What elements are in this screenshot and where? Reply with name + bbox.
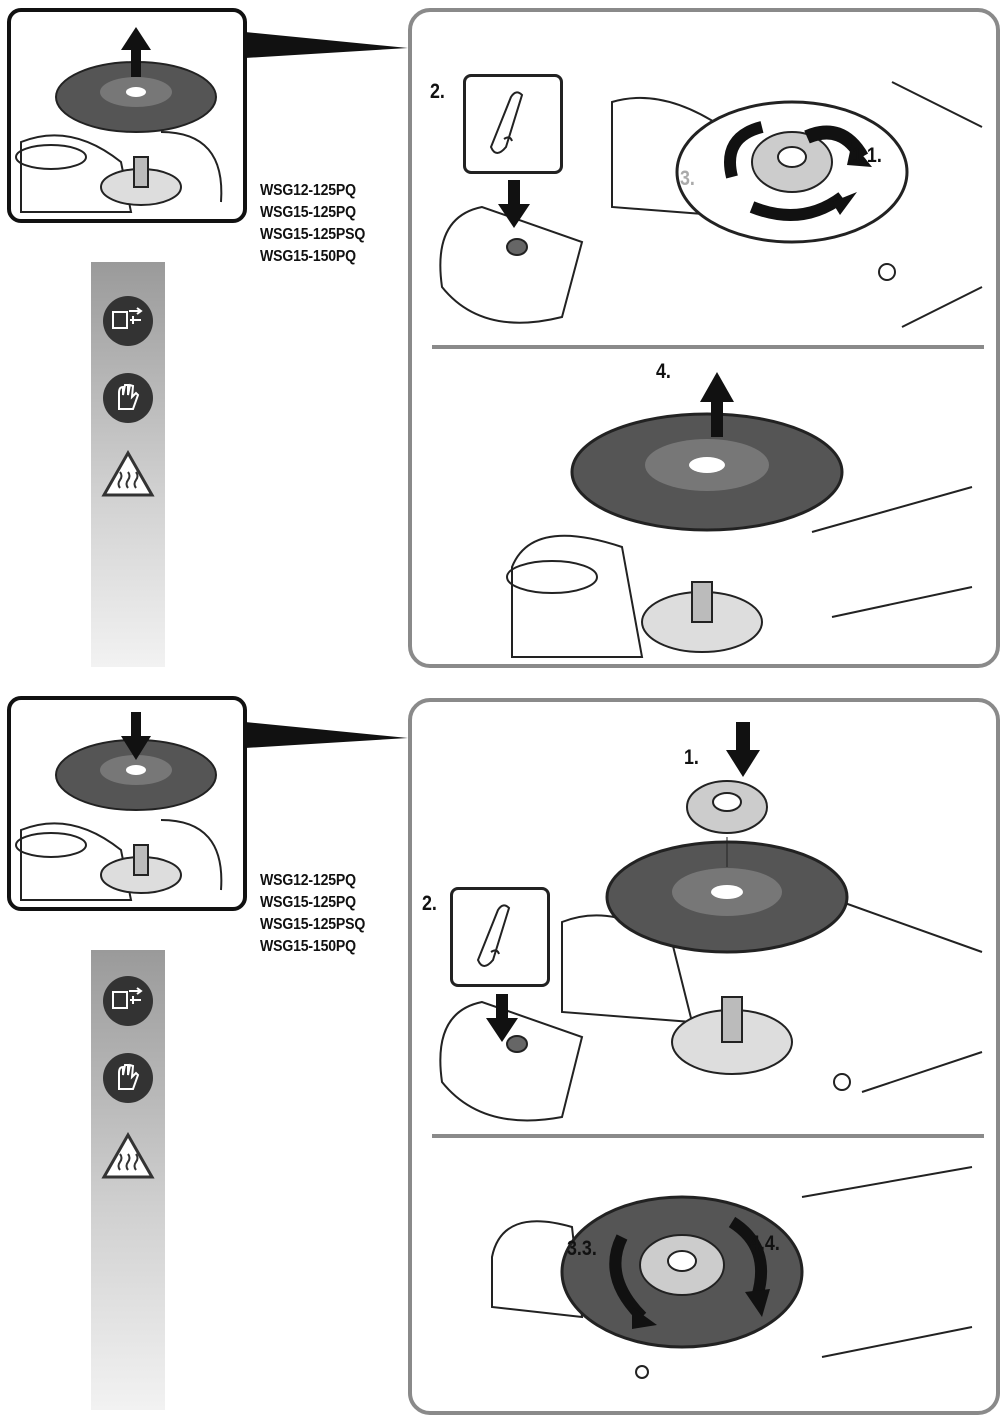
instruction-panel-mount: 1. 2. 3.3. 4.4. [408,698,1000,1415]
model-name: WSG15-125PSQ [260,916,366,933]
model-name: WSG12-125PQ [260,182,356,199]
step-label: 4. [656,360,671,383]
section-mount-disc: WSG12-125PQ WSG15-125PQ WSG15-125PSQ WSG… [0,692,1007,1421]
step-label: 3.3. [567,1237,597,1260]
callout-pointer [245,32,408,58]
tighten-nut-illustration [491,1166,973,1379]
finger-icon [489,91,524,154]
panel-divider [432,345,984,349]
safety-icon-strip [91,950,165,1410]
model-name: WSG15-125PQ [260,204,356,221]
panel-divider [432,1134,984,1138]
unplug-icon [103,976,153,1026]
grinder-disc-lift-illustration [15,27,223,213]
press-down-arrow [486,994,518,1042]
step-label: 2. [422,892,437,915]
lift-disc-illustration [506,372,973,658]
grinder-disc-lower-illustration [15,712,223,901]
step-label: 1.1. [852,144,882,167]
model-name: WSG15-150PQ [260,248,356,265]
hot-surface-warning-icon [101,1132,155,1179]
model-list: WSG12-125PQ WSG15-125PQ WSG15-125PSQ WSG… [260,870,379,958]
unplug-icon [103,296,153,346]
callout-pointer [245,722,408,748]
overview-thumbnail-mount [7,696,247,911]
step-label: 3. [680,167,695,190]
press-button-callout [463,74,563,174]
finger-icon [476,904,511,967]
step-label: 4.4. [750,1232,780,1255]
safety-icon-strip [91,262,165,667]
model-name: WSG12-125PQ [260,872,356,889]
mount-disc-illustration [439,722,983,1122]
press-button-callout [450,887,550,987]
section-remove-disc: WSG12-125PQ WSG15-125PQ WSG15-125PSQ WSG… [0,0,1007,672]
press-down-arrow [498,180,530,228]
step-label: 1. [684,746,699,769]
gloves-icon [103,1053,153,1103]
unlock-nut-illustration [439,81,983,328]
model-name: WSG15-125PQ [260,894,356,911]
model-name: WSG15-150PQ [260,938,356,955]
overview-thumbnail-remove [7,8,247,223]
hot-surface-warning-icon [101,450,155,497]
model-list: WSG12-125PQ WSG15-125PQ WSG15-125PSQ WSG… [260,180,379,268]
step-label: 2. [430,80,445,103]
model-name: WSG15-125PSQ [260,226,366,243]
gloves-icon [103,373,153,423]
instruction-panel-remove: 2. 1.1. 3. 4. [408,8,1000,668]
